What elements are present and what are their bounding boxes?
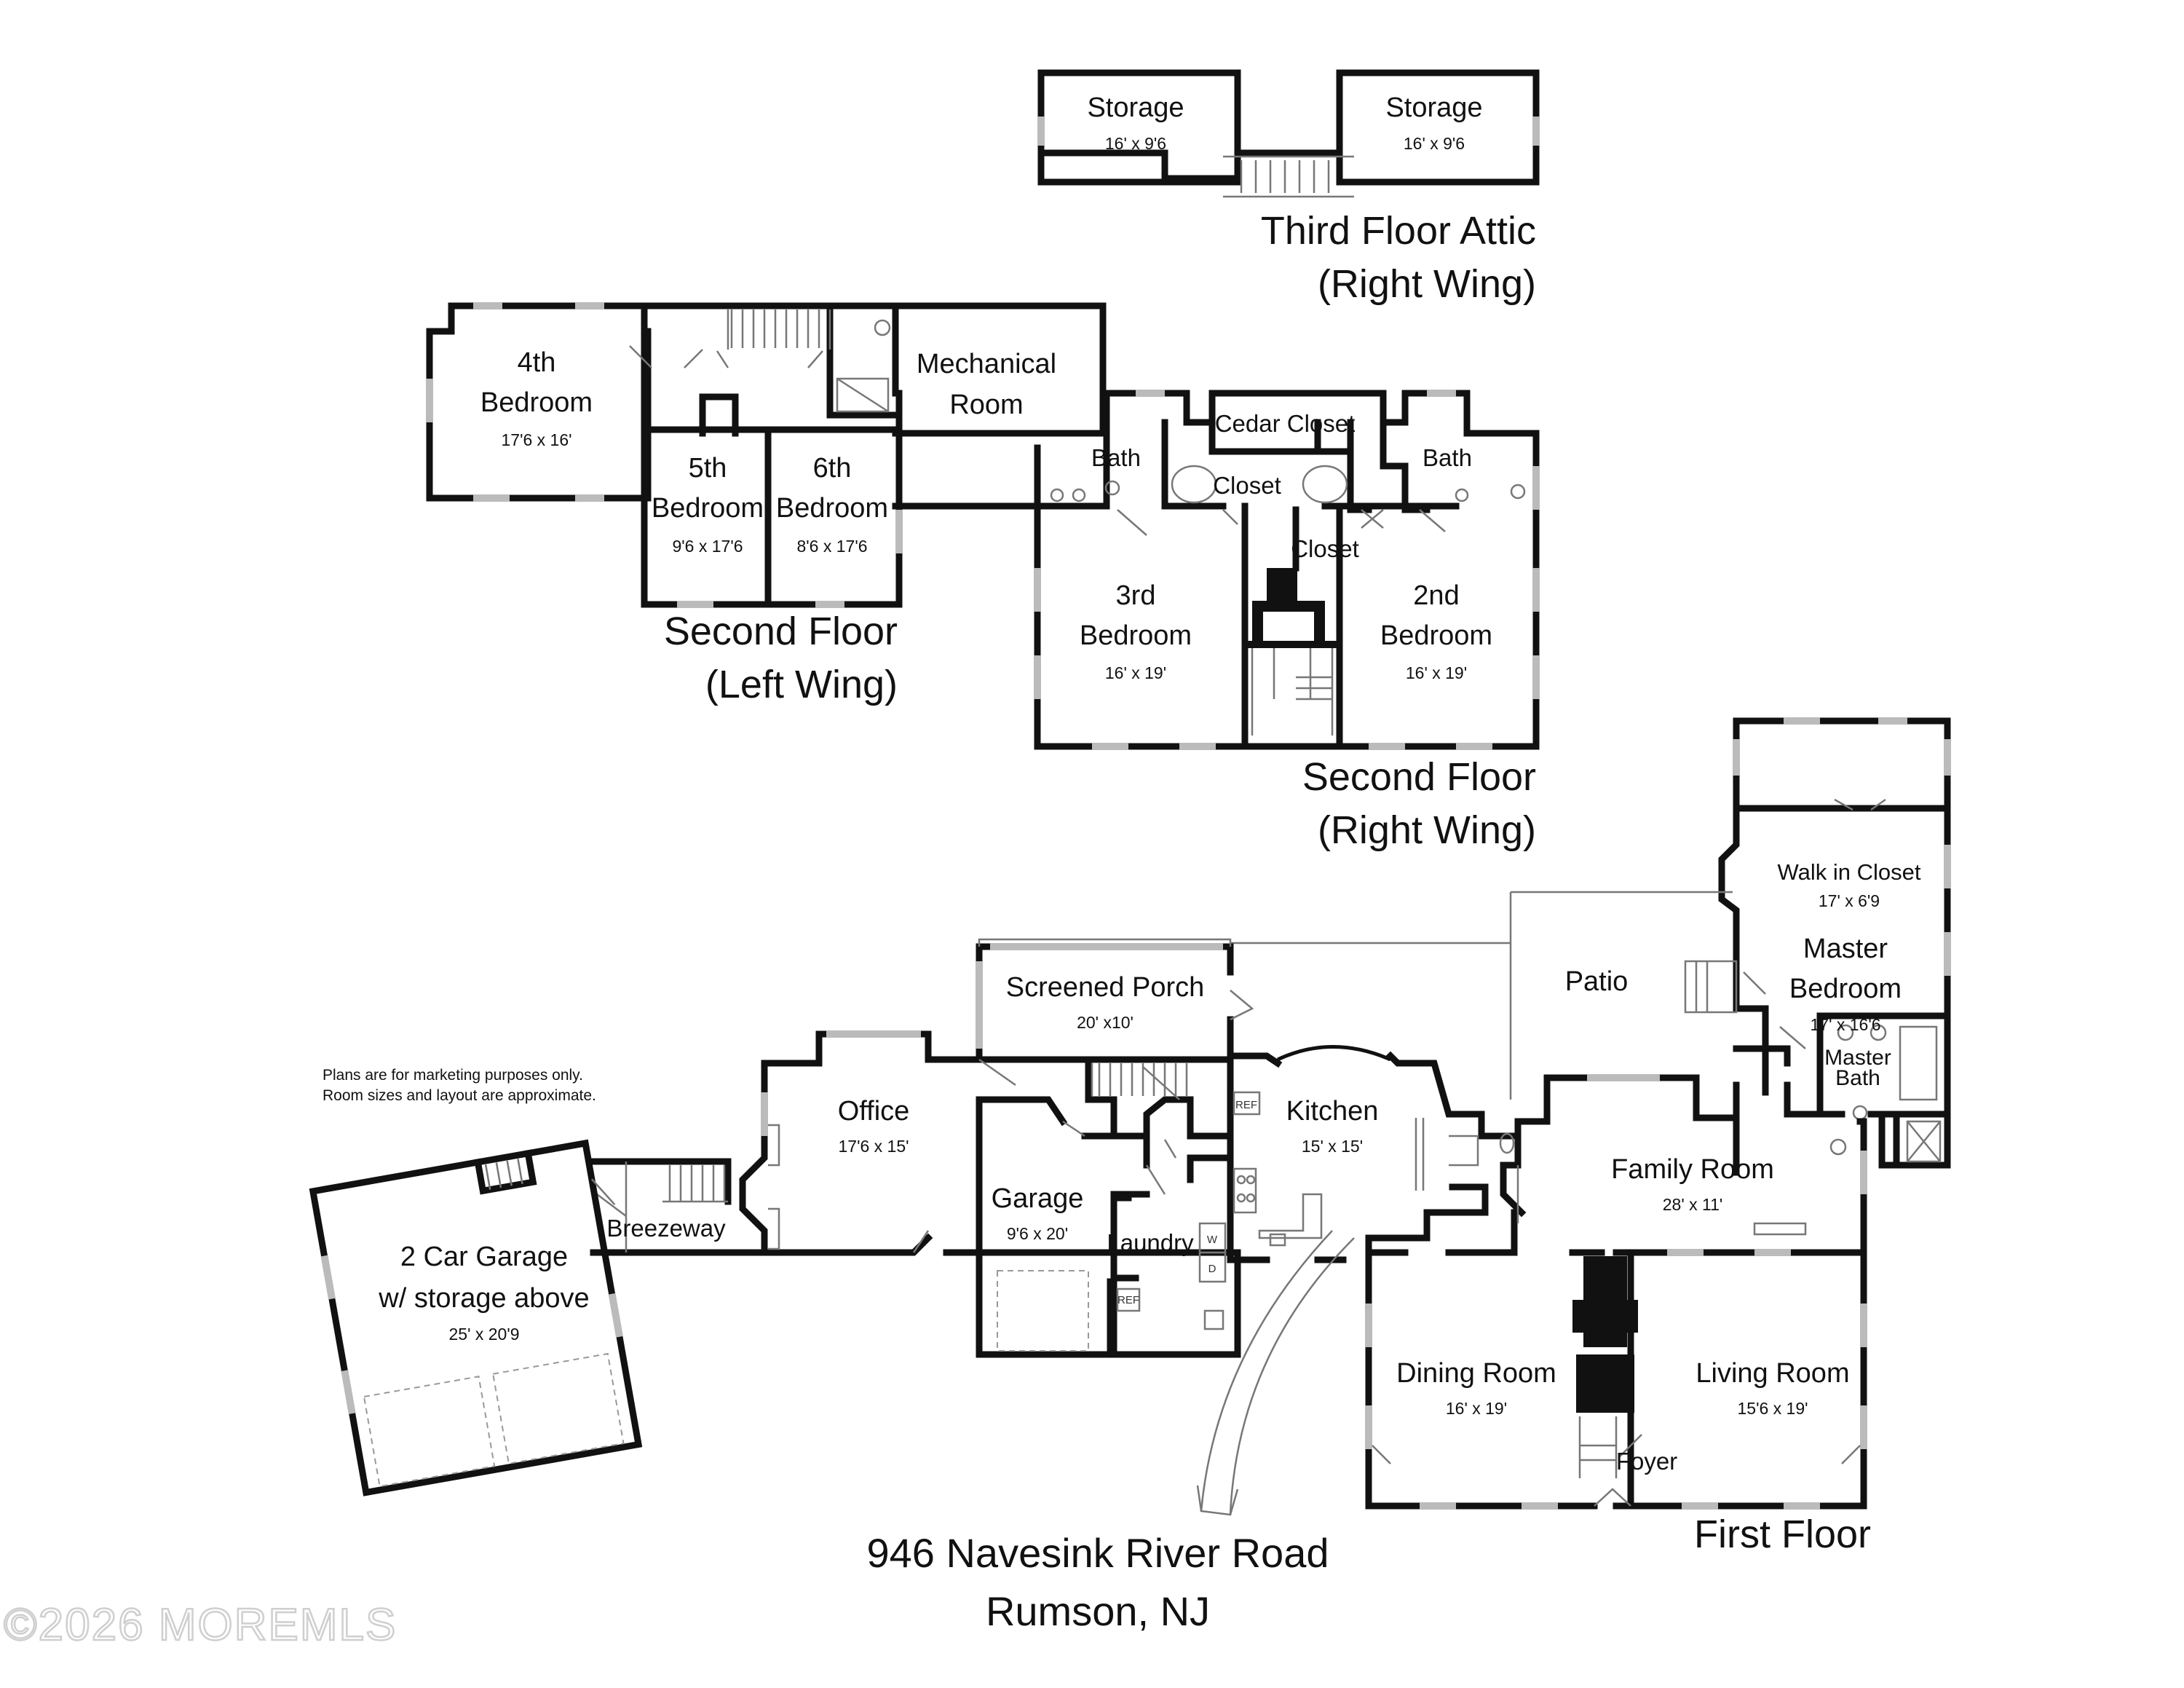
- bedroom5-label-line1: 5th: [689, 453, 727, 484]
- washer-label: W: [1207, 1234, 1218, 1246]
- walk-in-closet-size: 17' x 6'9: [1819, 891, 1880, 910]
- screened-porch-label: Screened Porch: [1006, 972, 1205, 1003]
- bedroom6-label-line1: 6th: [813, 453, 852, 484]
- living-room-label: Living Room: [1696, 1358, 1849, 1389]
- living-room-size: 15'6 x 19': [1737, 1399, 1808, 1418]
- mechanical-label-line2: Room: [949, 390, 1023, 420]
- family-room-size: 28' x 11': [1663, 1195, 1723, 1214]
- bedroom4-label-line2: Bedroom: [480, 387, 593, 418]
- breezeway-label: Breezeway: [606, 1215, 726, 1242]
- second-left-label-line1: Second Floor: [664, 610, 898, 653]
- second-left-label-line2: (Left Wing): [705, 663, 898, 706]
- master-bedroom-label-line1: Master: [1803, 934, 1888, 964]
- kitchen-label: Kitchen: [1286, 1096, 1379, 1127]
- two-car-garage-label-line2: w/ storage above: [378, 1283, 589, 1314]
- bedroom5-size: 9'6 x 17'6: [672, 537, 743, 556]
- garage-label: Garage: [992, 1183, 1084, 1214]
- bedroom6-label-line2: Bedroom: [776, 493, 888, 524]
- laundry-ref-label: REF: [1117, 1294, 1139, 1306]
- cedar-closet-label: Cedar Closet: [1215, 410, 1356, 437]
- second-floor-left-wing: [426, 302, 1107, 608]
- master-bedroom-size: 17' x 16'6: [1810, 1015, 1880, 1034]
- disclaimer-line1: Plans are for marketing purposes only.: [323, 1067, 583, 1084]
- two-car-garage-size: 25' x 20'9: [448, 1325, 519, 1344]
- kitchen-size: 15' x 15': [1302, 1137, 1363, 1156]
- storage-left-size: 16' x 9'6: [1105, 134, 1166, 153]
- bedroom3-size: 16' x 19': [1105, 663, 1166, 682]
- garage-size: 9'6 x 20': [1007, 1224, 1068, 1243]
- office-label: Office: [838, 1096, 910, 1127]
- bedroom6-size: 8'6 x 17'6: [796, 537, 867, 556]
- bedroom2-label-line1: 2nd: [1413, 580, 1459, 611]
- bedroom4-size: 17'6 x 16': [501, 430, 571, 449]
- attic-floor-label-line2: (Right Wing): [1318, 262, 1536, 306]
- moremls-watermark: ©2026 MOREMLS: [4, 1600, 397, 1650]
- address-street: 946 Navesink River Road: [867, 1530, 1329, 1576]
- second-right-label-line1: Second Floor: [1302, 755, 1536, 799]
- bedroom3-label-line1: 3rd: [1116, 580, 1156, 611]
- bath-left-label: Bath: [1091, 444, 1141, 471]
- master-bath-label-line2: Bath: [1835, 1066, 1880, 1090]
- closet-right-label: Closet: [1291, 535, 1359, 562]
- bath-right-label: Bath: [1423, 444, 1472, 471]
- office-size: 17'6 x 15': [838, 1137, 909, 1156]
- storage-right-label: Storage: [1385, 92, 1482, 123]
- screened-porch-size: 20' x10': [1077, 1013, 1133, 1032]
- laundry-label: Laundry: [1107, 1229, 1194, 1256]
- first-floor-label: First Floor: [1694, 1513, 1871, 1556]
- bedroom3-label-line2: Bedroom: [1080, 620, 1192, 651]
- foyer-label: Foyer: [1616, 1448, 1677, 1475]
- walk-in-closet-label: Walk in Closet: [1778, 859, 1921, 885]
- bedroom2-label-line2: Bedroom: [1380, 620, 1492, 651]
- kitchen-ref-label: REF: [1235, 1099, 1257, 1111]
- dryer-label: D: [1208, 1263, 1216, 1275]
- second-right-label-line2: (Right Wing): [1318, 808, 1536, 852]
- address-city: Rumson, NJ: [986, 1588, 1210, 1634]
- first-floor: REF REF W D: [309, 717, 1951, 1516]
- closet-left-label: Closet: [1213, 472, 1281, 499]
- bedroom2-size: 16' x 19': [1406, 663, 1467, 682]
- bedroom5-label-line2: Bedroom: [652, 493, 764, 524]
- dining-room-size: 16' x 19': [1446, 1399, 1507, 1418]
- second-floor-right-wing: [1034, 390, 1540, 750]
- mechanical-label-line1: Mechanical: [917, 349, 1056, 379]
- family-room-label: Family Room: [1611, 1154, 1774, 1185]
- dining-room-label: Dining Room: [1396, 1358, 1556, 1389]
- attic-floor-label-line1: Third Floor Attic: [1261, 209, 1536, 253]
- storage-left-label: Storage: [1087, 92, 1184, 123]
- master-bath-label-line1: Master: [1824, 1046, 1891, 1070]
- disclaimer-line2: Room sizes and layout are approximate.: [323, 1087, 596, 1104]
- bedroom4-label-line1: 4th: [518, 347, 556, 378]
- third-floor-attic: [1037, 69, 1540, 198]
- patio-label: Patio: [1565, 966, 1629, 997]
- storage-right-size: 16' x 9'6: [1404, 134, 1465, 153]
- two-car-garage-label-line1: 2 Car Garage: [400, 1242, 568, 1272]
- master-bedroom-label-line2: Bedroom: [1789, 974, 1902, 1004]
